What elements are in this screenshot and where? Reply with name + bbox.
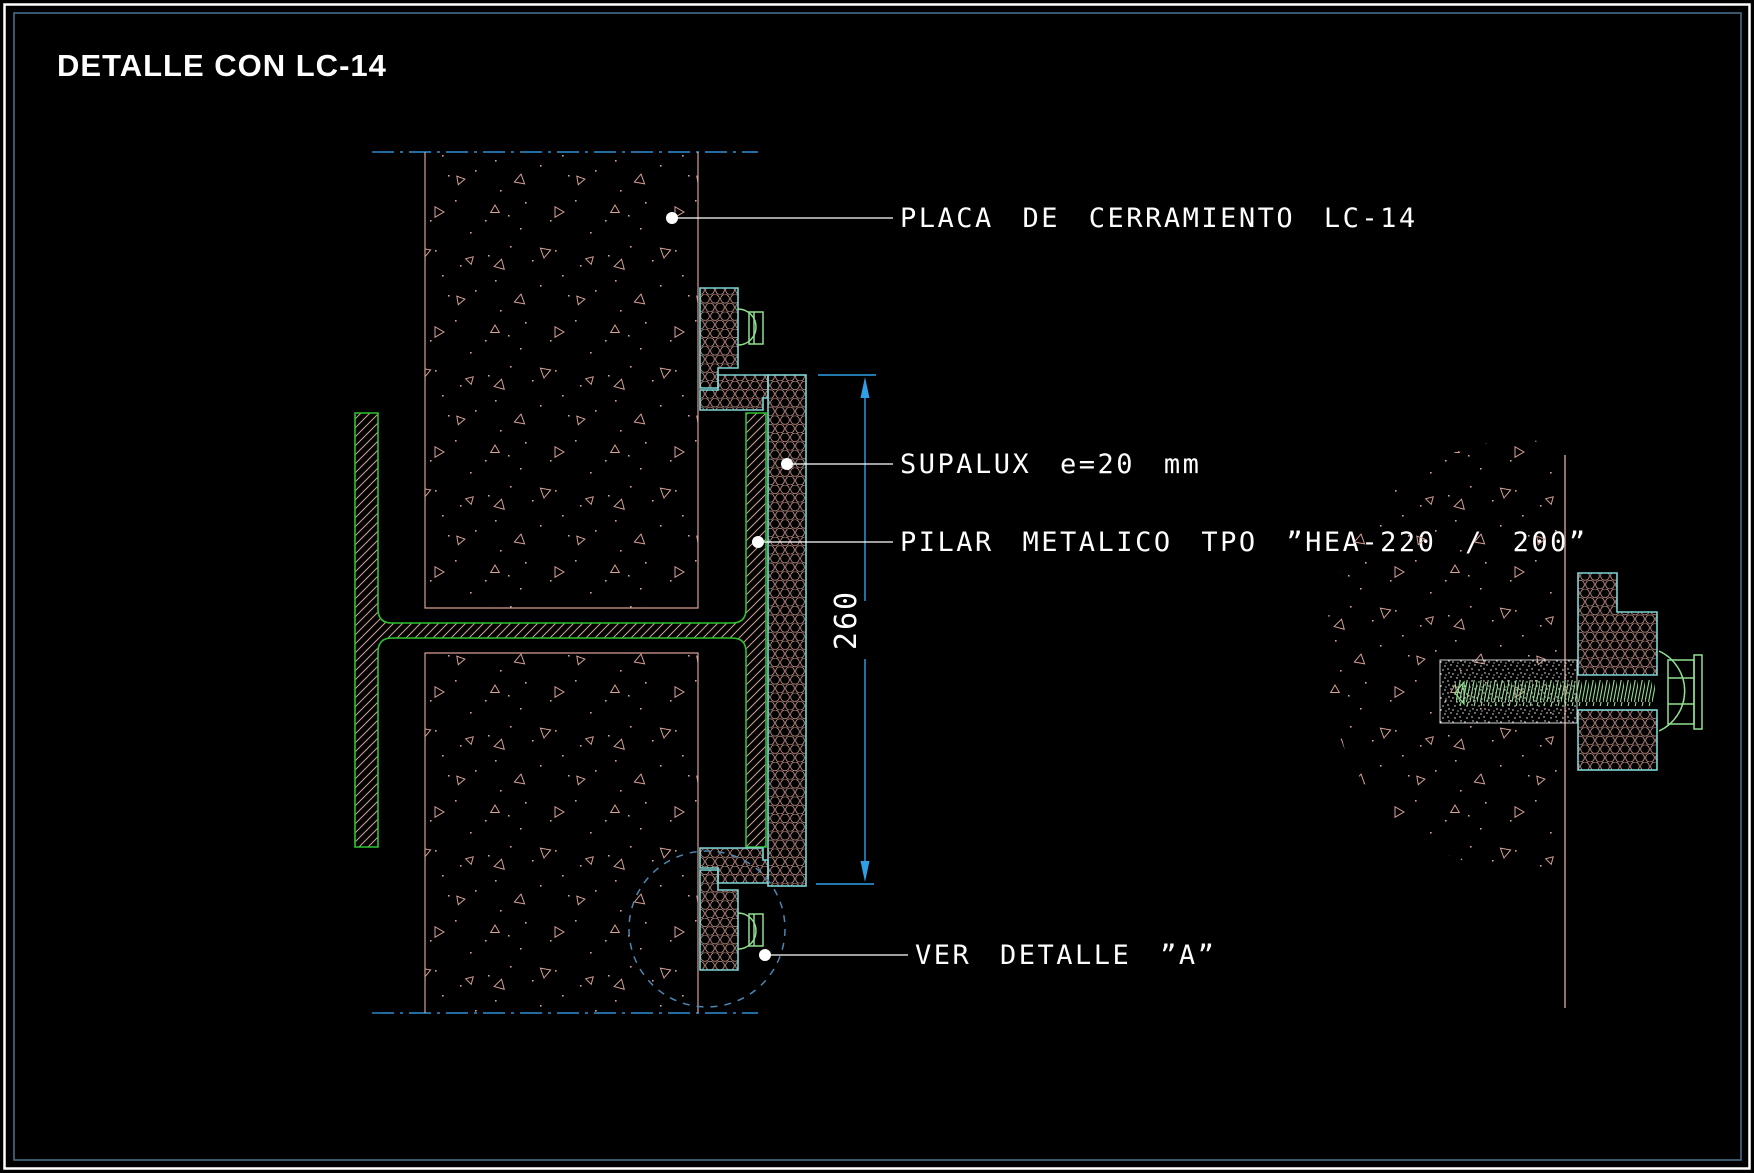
board-block-upper [1577,572,1658,676]
label-ver-detalle: VER DETALLE ”A” [915,940,1216,971]
label-supalux: SUPALUX e=20 mm [900,449,1201,480]
detail-a-view [1325,440,1703,1008]
fixing-bracket-upper-vertical [699,287,739,389]
concrete-panel-upper [424,152,699,609]
fixing-bracket-upper-horizontal [699,374,769,411]
detail-a-reference-circle [628,850,786,1008]
dimension-arrow-down [860,861,870,882]
main-section-view: 260 PLACA DE CERRAMIENTO LC-14 SUPALUX e… [354,151,1585,1014]
screw-tip [1454,680,1465,706]
page-title: DETALLE CON LC-14 [57,48,387,83]
bolt-head-upper [737,308,764,346]
steel-column-section [354,412,767,848]
screw-threads [1455,680,1655,706]
frame-outer-border [3,3,1751,1170]
leader-ver-detalle: VER DETALLE ”A” [759,940,1216,971]
dimension-260: 260 [816,374,876,885]
concrete-panel-lower [424,652,699,1013]
bolt-head-lower [737,912,764,950]
leader-placa: PLACA DE CERRAMIENTO LC-14 [666,203,1418,234]
dimension-value: 260 [829,590,864,650]
supalux-board [767,374,807,887]
leader-supalux: SUPALUX e=20 mm [781,449,1201,480]
dimension-arrow-up [860,377,870,398]
frame-inner-border [13,12,1742,1161]
label-placa: PLACA DE CERRAMIENTO LC-14 [900,203,1418,234]
screw-head [1658,650,1703,732]
fixing-bracket-lower-vertical [699,869,739,971]
fixing-bracket-lower-horizontal [699,847,769,884]
board-block-lower [1577,709,1658,771]
concrete-blob [1325,440,1565,870]
